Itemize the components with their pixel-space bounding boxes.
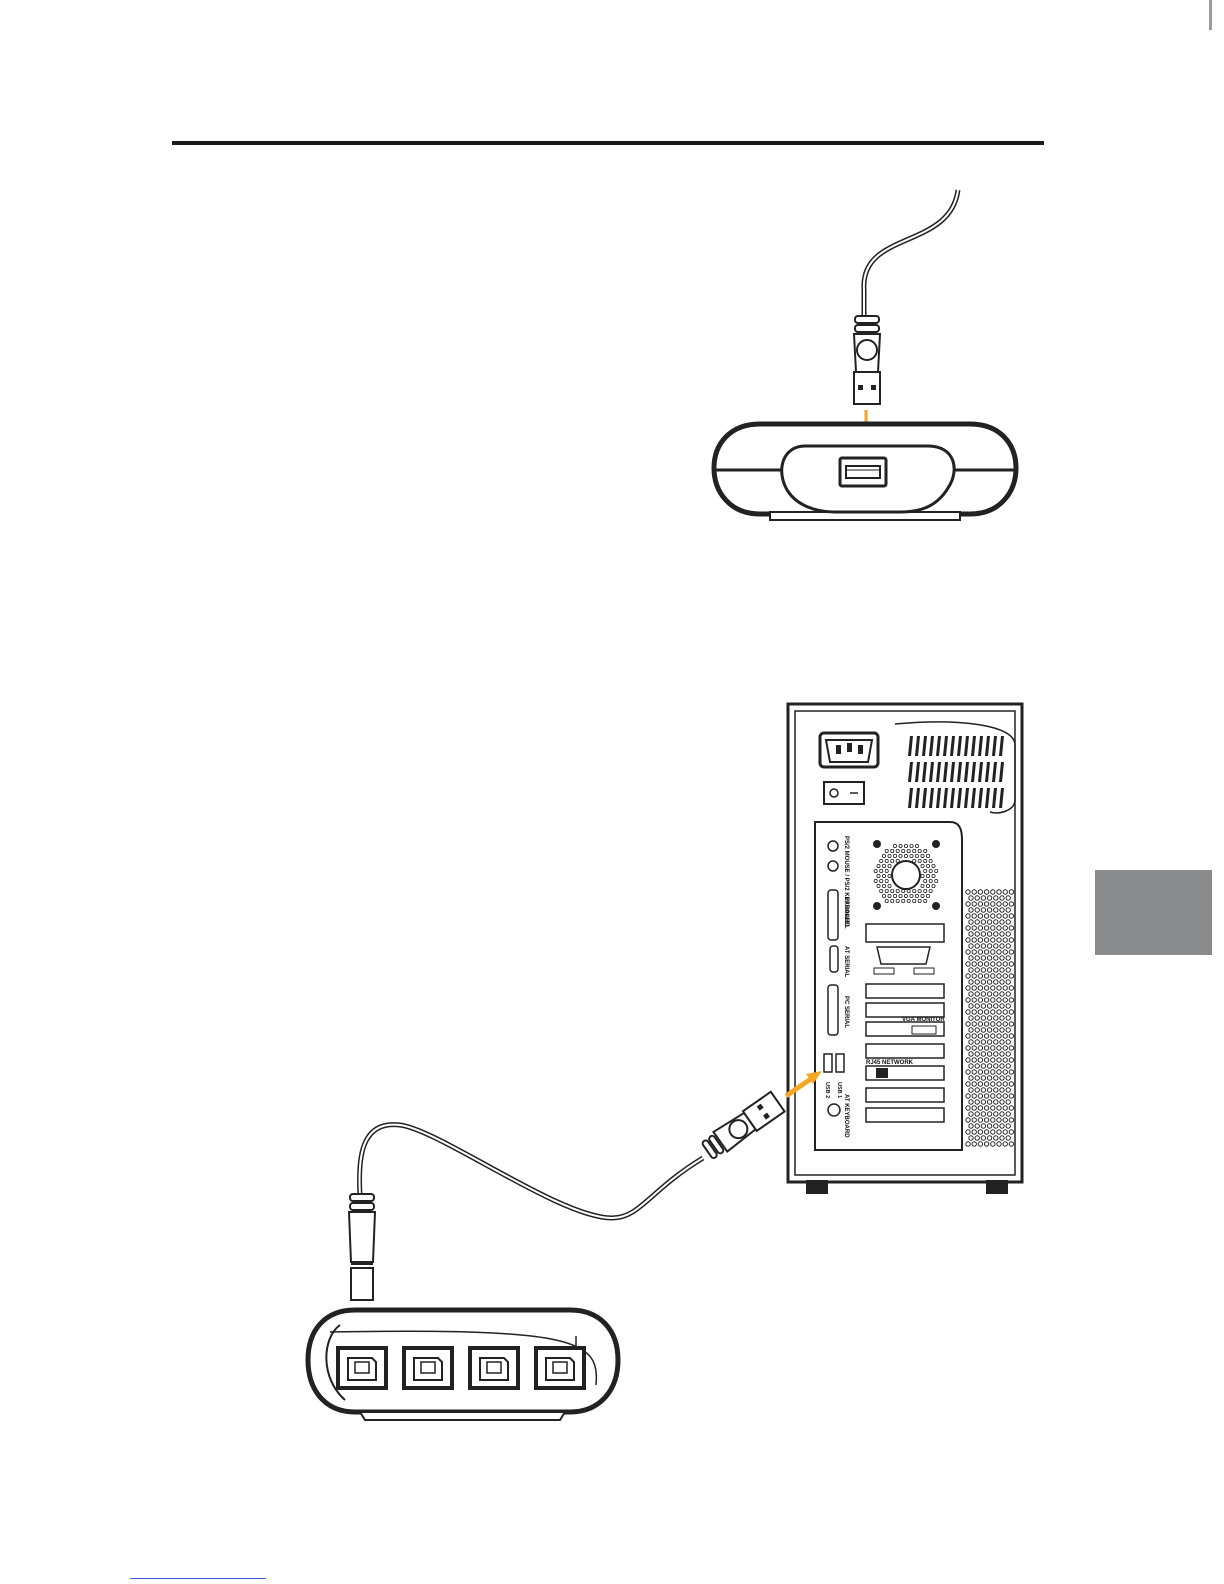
usb-a-to-b-cable-icon (349, 1092, 785, 1300)
usb-device-icon (714, 424, 1016, 520)
usb-b-port-tongue (421, 1362, 435, 1373)
usb-b-port-tongue (487, 1362, 501, 1373)
network-label: RJ45 NETWORK (866, 1060, 914, 1066)
pc-tower-rear-icon: PS/2 MOUSE / PS/2 KEYBOARD PARALLEL AT S… (788, 704, 1022, 1194)
usb-switch-hub-icon (308, 1310, 618, 1420)
at-serial-label: AT SERIAL (843, 946, 849, 978)
usb1-label: USB 1 (836, 1082, 842, 1098)
pc-serial-label: PC SERIAL (843, 996, 849, 1028)
vga-label: VGA MONITOR (902, 1017, 945, 1023)
parallel-label: PARALLEL (843, 897, 849, 929)
usb2-label: USB 2 (824, 1082, 830, 1098)
usb-b-port-tongue (553, 1362, 567, 1373)
usb-b-port-tongue (355, 1362, 369, 1373)
usb-a-cable-icon (854, 190, 958, 404)
at-keyboard-label: AT KEYBOARD (843, 1094, 849, 1138)
